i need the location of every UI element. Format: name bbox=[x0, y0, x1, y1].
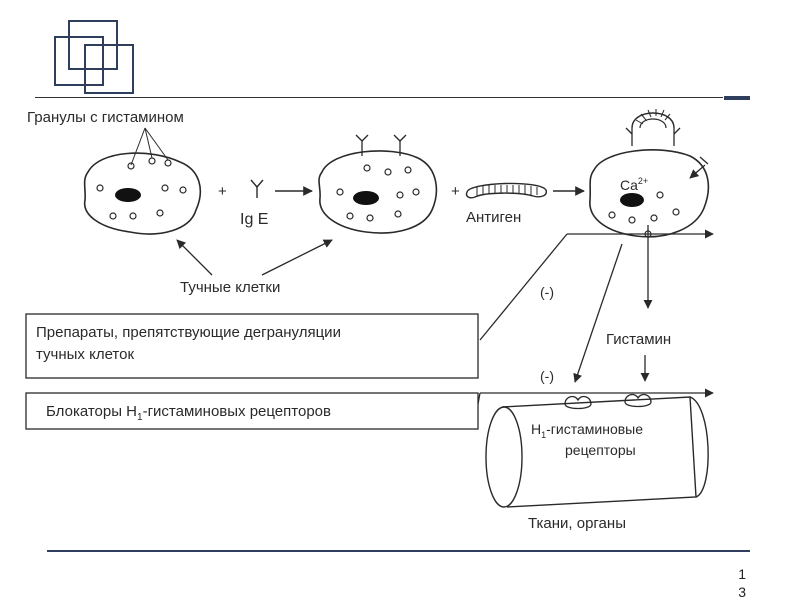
antigen-label: Антиген bbox=[466, 209, 521, 226]
degranulation-connector bbox=[479, 233, 568, 341]
minus-upper-label: (-) bbox=[540, 284, 554, 300]
degranulation-box-line1: Препараты, препятствующие дегрануляции bbox=[36, 324, 341, 341]
mast-cell-3: Ca2+ bbox=[589, 109, 710, 238]
granule-to-receptor-arrow bbox=[573, 243, 623, 383]
calcium-influx-arrow bbox=[689, 156, 709, 179]
receptor-sites bbox=[564, 393, 652, 410]
degranulation-drugs-box bbox=[25, 313, 479, 379]
degranulation-box-line2: тучных клеток bbox=[36, 346, 134, 363]
mast-cells-label: Тучные клетки bbox=[180, 279, 280, 296]
logo-square-2 bbox=[54, 36, 104, 86]
header-rule-accent bbox=[724, 96, 750, 100]
receptors-line2: рецепторы bbox=[565, 442, 636, 458]
histamine-label: Гистамин bbox=[606, 331, 671, 348]
granules-3 bbox=[608, 191, 680, 238]
ige-antibody-icon bbox=[250, 179, 264, 198]
granules-2 bbox=[336, 164, 420, 222]
plus-sign-1: + bbox=[218, 183, 227, 200]
mast-cell-1 bbox=[83, 152, 202, 235]
nucleus-2 bbox=[353, 191, 379, 205]
arrow-to-cell-1 bbox=[176, 239, 213, 276]
granules-label: Гранулы с гистамином bbox=[27, 109, 184, 126]
bound-ige-icons bbox=[355, 134, 407, 156]
tissue-cylinder: H1-гистаминовые рецепторы bbox=[485, 393, 709, 508]
header-rule bbox=[35, 97, 723, 98]
granules-1 bbox=[96, 157, 187, 220]
nucleus-3 bbox=[620, 193, 644, 207]
arrow-to-cell-2-from-label bbox=[261, 239, 333, 276]
antigen-icon bbox=[465, 182, 547, 199]
minus-lower-label: (-) bbox=[540, 368, 554, 384]
antigen-bridge-icon bbox=[625, 109, 681, 146]
page-number-line2: 3 bbox=[738, 584, 746, 600]
mast-cell-2 bbox=[318, 134, 438, 234]
nucleus-1 bbox=[115, 188, 141, 202]
plus-sign-2: + bbox=[451, 183, 460, 200]
calcium-label: Ca2+ bbox=[620, 176, 648, 193]
footer-rule bbox=[47, 550, 750, 552]
page-number-line1: 1 bbox=[738, 566, 746, 582]
receptors-line1: H1-гистаминовые bbox=[531, 421, 643, 440]
ige-label: Ig E bbox=[240, 211, 268, 228]
tissues-label: Ткани, органы bbox=[528, 515, 626, 532]
logo-square-3 bbox=[84, 44, 134, 94]
h1-blockers-label: Блокаторы H1-гистаминовых рецепторов bbox=[46, 403, 331, 423]
h1-blockers-box bbox=[25, 392, 479, 430]
page-number: 1 3 bbox=[726, 565, 746, 601]
